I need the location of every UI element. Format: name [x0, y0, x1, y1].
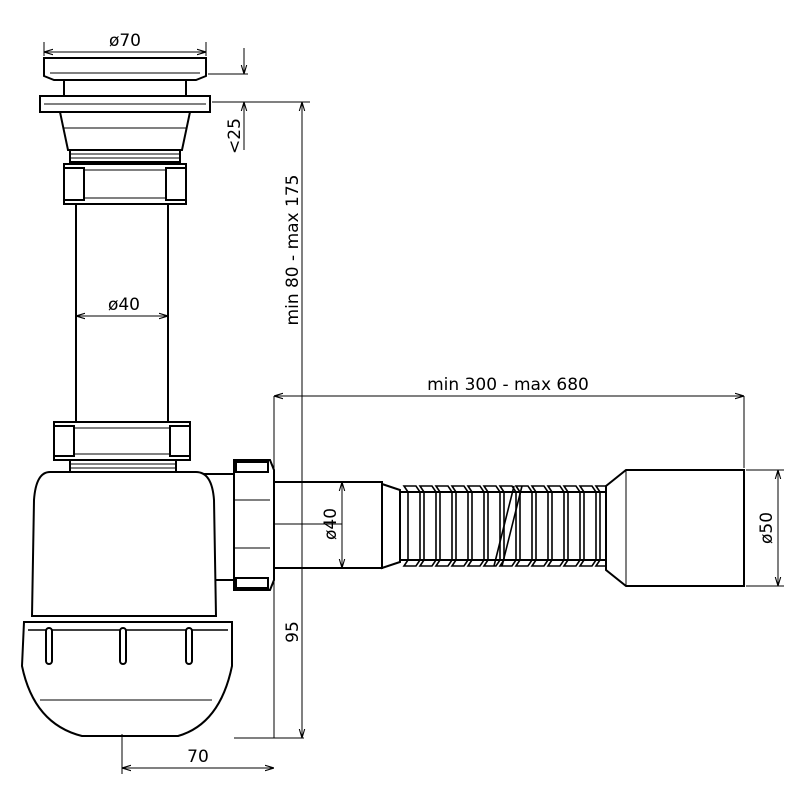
- strainer-diameter-label: ø70: [109, 31, 141, 51]
- lower-nut: [53, 421, 191, 473]
- dimension-outlet-height: 95: [234, 523, 304, 739]
- outlet-pipe: [273, 481, 401, 570]
- dimension-pipe-diameter: ø40: [76, 295, 168, 316]
- dimension-strainer-diameter: ø70: [43, 31, 207, 56]
- dimension-flex-length: min 300 - max 680: [273, 375, 745, 738]
- pipe-diameter-label: ø40: [108, 295, 140, 315]
- outlet-height-label: 95: [283, 621, 303, 643]
- strainer-height-label: <25: [225, 118, 245, 154]
- end-socket: [605, 469, 745, 587]
- corrugated-hose: [399, 485, 629, 567]
- strainer: [39, 57, 211, 163]
- dimension-outlet-diameter: ø50: [746, 469, 784, 587]
- dimension-vertical-adjust: min 80 - max 175: [214, 101, 310, 738]
- dimension-strainer-height: <25: [208, 48, 248, 154]
- flex-length-label: min 300 - max 680: [427, 375, 589, 395]
- outlet-inlet-diameter-label: ø40: [321, 508, 341, 540]
- bottle-body: [20, 471, 241, 737]
- outlet-diameter-label: ø50: [757, 512, 777, 544]
- bottle-offset-label: 70: [187, 747, 209, 767]
- vertical-adjust-label: min 80 - max 175: [283, 175, 303, 326]
- dimension-bottle-offset: 70: [121, 734, 274, 774]
- upper-nut: [63, 163, 187, 205]
- outlet-nut: [233, 459, 275, 591]
